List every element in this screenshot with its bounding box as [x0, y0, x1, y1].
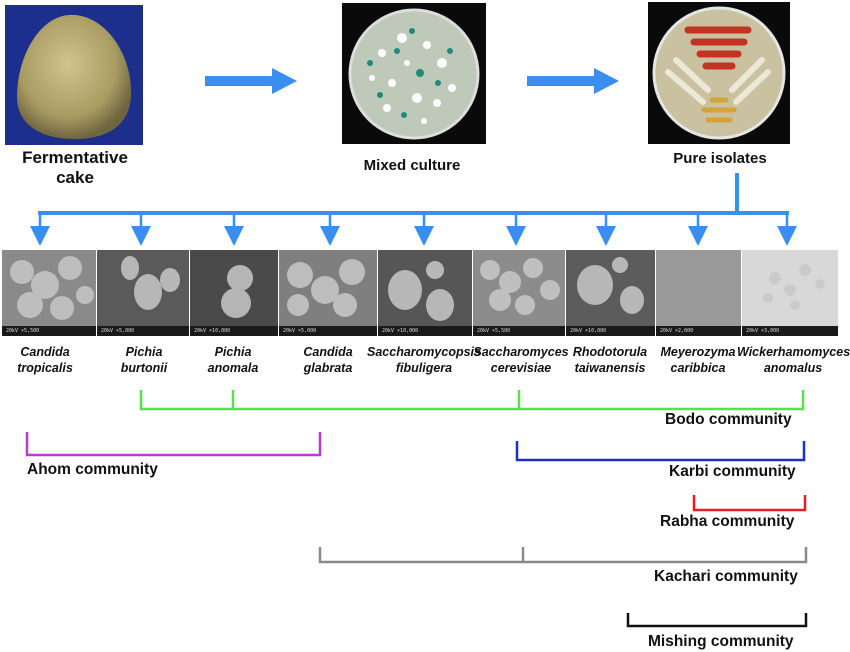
rabha-community-label: Rabha community — [660, 513, 795, 530]
sem-cell-shapes — [10, 256, 825, 321]
kachari-community-label: Kachari community — [654, 568, 798, 585]
distribution-drops — [30, 213, 797, 246]
bodo-bracket — [139, 390, 805, 411]
rabha-bracket — [692, 495, 807, 512]
fermentative-cake-photo — [5, 5, 143, 145]
pure-isolates-label: Pure isolates — [673, 150, 767, 167]
distribution-tree — [38, 173, 789, 215]
pure-isolates-plate-photo — [648, 2, 790, 144]
ahom-bracket — [25, 432, 322, 457]
karbi-bracket — [515, 441, 806, 462]
arrow-cake-to-mixed — [205, 68, 297, 94]
bodo-community-label: Bodo community — [665, 411, 792, 428]
ahom-community-label: Ahom community — [27, 461, 158, 478]
fermentative-cake-label: Fermentative cake — [22, 148, 128, 187]
mixed-culture-label: Mixed culture — [363, 157, 461, 174]
kachari-bracket — [318, 547, 808, 564]
flow-arrows — [205, 68, 619, 94]
sem-meyerozyma-caribbica: 20kV ×2,000 — [656, 250, 741, 336]
arrow-mixed-to-pure — [527, 68, 619, 94]
mixed-culture-plate-photo — [342, 3, 486, 144]
mishing-bracket — [626, 613, 808, 628]
mishing-community-label: Mishing community — [648, 633, 794, 650]
karbi-community-label: Karbi community — [669, 463, 796, 480]
